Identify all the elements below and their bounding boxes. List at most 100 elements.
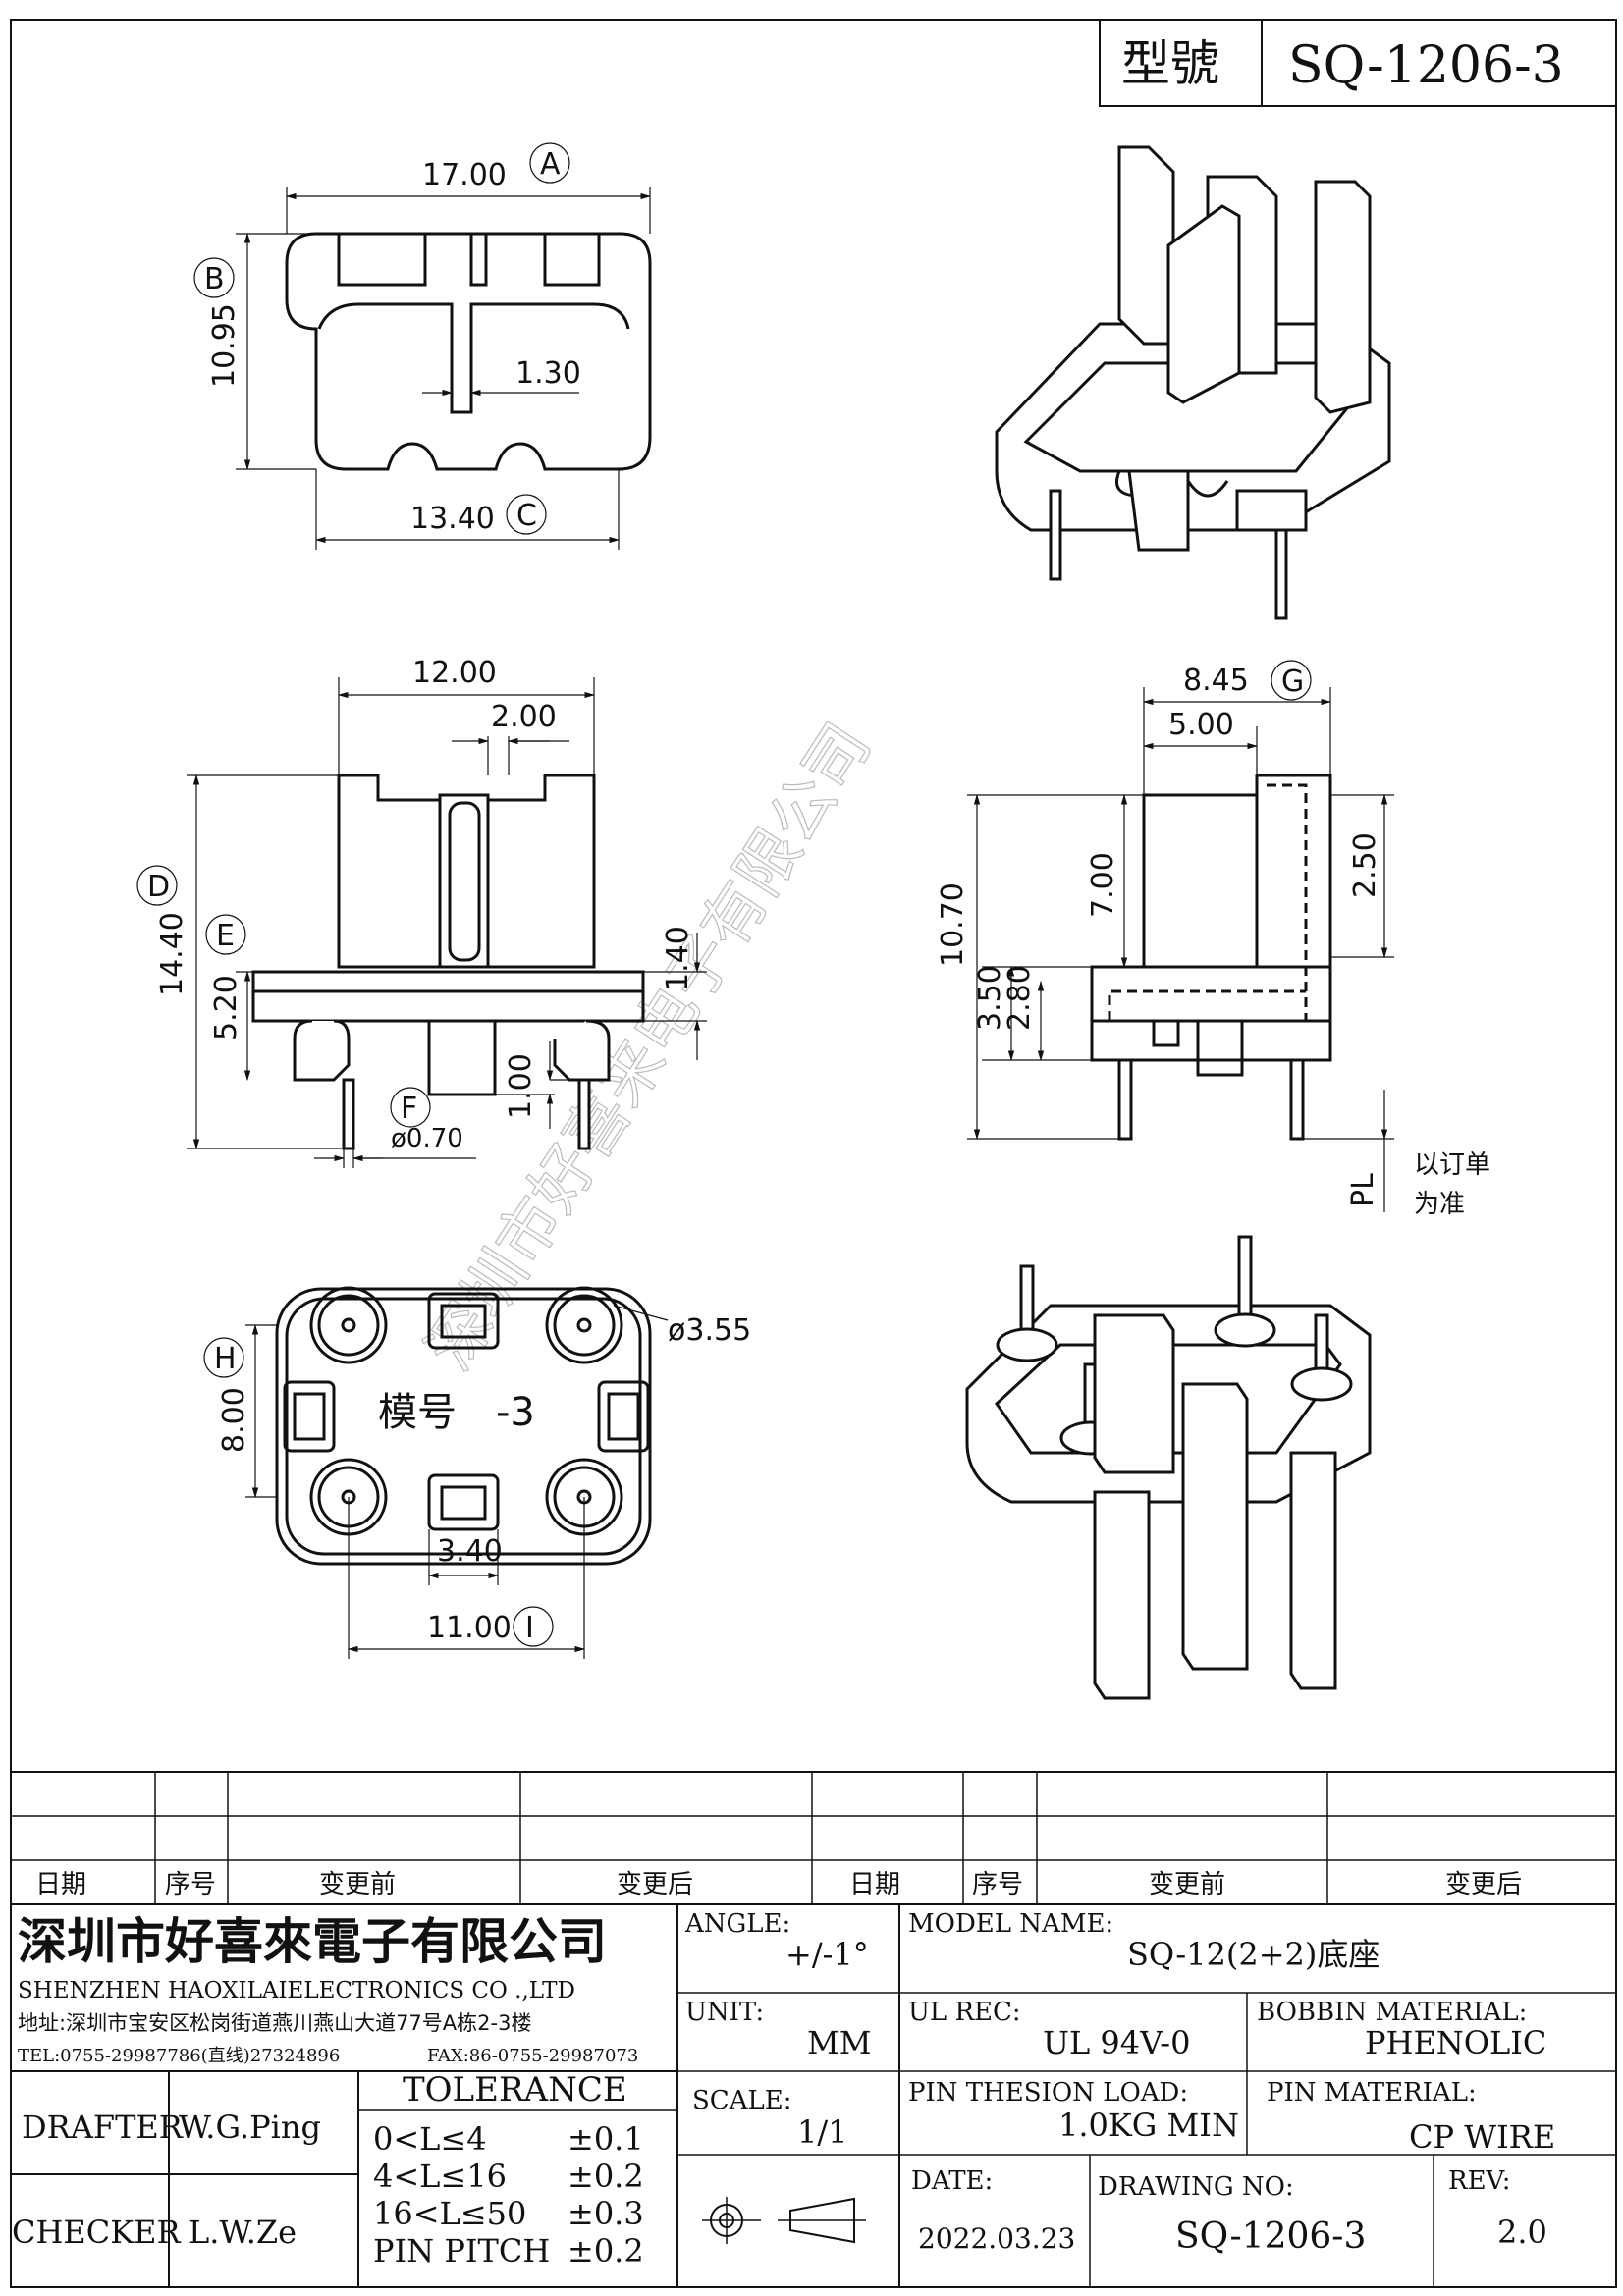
model-name-value: SQ-12(2+2)底座 xyxy=(1127,1936,1380,1973)
top-slot: 1.30 xyxy=(515,356,581,391)
scale-value: 1/1 xyxy=(797,2113,848,2151)
tol-value-1: ±0.2 xyxy=(568,2158,644,2195)
model-header: 型號 SQ-1206-3 xyxy=(1099,19,1617,107)
front-view: 12.00 2.00 14.40 D 5.20 E 1.40 1.00 F xyxy=(136,656,707,1168)
pin-load-value: 1.0KG MIN xyxy=(1058,2107,1239,2144)
tol-value-3: ±0.2 xyxy=(568,2232,644,2269)
front-flange: 1.40 xyxy=(661,926,695,991)
ct-h3: 变更后 xyxy=(617,1870,693,1899)
drafter-value: W.G.Ping xyxy=(179,2109,321,2146)
ct-h6: 变更前 xyxy=(1149,1870,1225,1899)
change-table: 日期 序号 变更前 变更后 日期 序号 变更前 变更后 xyxy=(11,1771,1616,1905)
tag-c: C xyxy=(516,499,537,533)
tag-a: A xyxy=(540,147,561,182)
rev-value: 2.0 xyxy=(1497,2214,1547,2251)
ul-value: UL 94V-0 xyxy=(1043,2024,1190,2061)
side-h-base: 3.50 xyxy=(973,965,1007,1031)
bottom-pitch: 11.00 xyxy=(427,1611,512,1645)
company-fax: FAX:86-0755-29987073 xyxy=(427,2046,638,2066)
top-width: 17.00 xyxy=(422,158,507,192)
checker-value: L.W.Ze xyxy=(189,2214,297,2251)
date-value: 2022.03.23 xyxy=(918,2222,1075,2255)
ct-h1: 序号 xyxy=(165,1870,216,1899)
side-h-total: 10.70 xyxy=(936,882,970,967)
front-slot: 2.00 xyxy=(491,700,557,734)
side-pl: PL xyxy=(1346,1173,1380,1207)
tolerance-title: TOLERANCE xyxy=(403,2070,627,2109)
bobbin-label: BOBBIN MATERIAL: xyxy=(1257,1998,1527,2027)
front-pin-len: 1.00 xyxy=(504,1053,538,1119)
angle-value: +/-1° xyxy=(785,1936,869,1973)
side-view: 8.45 G 5.00 10.70 7.00 2.50 3.50 2.80 PL… xyxy=(936,660,1490,1219)
sheet-border xyxy=(10,19,1617,2288)
pin-load-label: PIN THESION LOAD: xyxy=(908,2078,1188,2108)
mold-num: -3 xyxy=(496,1390,535,1435)
tol-range-2: 16<L≤50 xyxy=(373,2195,526,2232)
unit-label: UNIT: xyxy=(685,1998,764,2027)
tag-i: I xyxy=(525,1611,534,1645)
company-name-en: SHENZHEN HAOXILAIELECTRONICS CO .,LTD xyxy=(18,1978,575,2003)
isometric-view-bottom xyxy=(965,1235,1372,1700)
tol-range-3: PIN PITCH xyxy=(373,2232,550,2269)
angle-label: ANGLE: xyxy=(684,1909,790,1939)
pin-mat-value: CP WIRE xyxy=(1409,2118,1555,2156)
pad-dia: ø3.55 xyxy=(668,1313,751,1348)
side-width: 8.45 xyxy=(1183,664,1249,698)
projection-symbol xyxy=(702,2197,866,2244)
scale-label: SCALE: xyxy=(692,2086,792,2115)
tag-h: H xyxy=(214,1342,237,1376)
company-name-cn: 深圳市好喜來電子有限公司 xyxy=(18,1912,607,1970)
side-h-right: 2.50 xyxy=(1348,832,1382,898)
unit-value: MM xyxy=(807,2024,872,2061)
front-width: 12.00 xyxy=(412,656,497,690)
tol-value-0: ±0.1 xyxy=(568,2120,644,2158)
bottom-height: 8.00 xyxy=(217,1387,251,1453)
rev-label: REV: xyxy=(1448,2166,1510,2196)
tag-g: G xyxy=(1281,665,1304,699)
ct-h5: 序号 xyxy=(972,1870,1023,1899)
company-address: 地址:深圳市宝安区松岗街道燕川燕山大道77号A栋2-3楼 xyxy=(18,2011,531,2035)
tag-b: B xyxy=(204,262,225,296)
ul-label: UL REC: xyxy=(908,1998,1021,2027)
company-tel: TEL:0755-29987786(直线)27324896 xyxy=(18,2046,340,2066)
bottom-slot: 3.40 xyxy=(437,1534,503,1569)
front-height: 14.40 xyxy=(155,912,189,996)
checker-label: CHECKER xyxy=(12,2214,182,2251)
title-block: 深圳市好喜來電子有限公司 SHENZHEN HAOXILAIELECTRONIC… xyxy=(11,1904,1616,2287)
side-h-base2: 2.80 xyxy=(1002,965,1037,1031)
bottom-view: 模号 -3 ø3.55 8.00 H 3.40 11.00 I xyxy=(203,1286,751,1659)
ct-h4: 日期 xyxy=(849,1870,900,1899)
model-name-label: MODEL NAME: xyxy=(908,1909,1113,1939)
tag-d: D xyxy=(147,870,170,904)
tag-e: E xyxy=(216,919,235,953)
tol-range-0: 0<L≤4 xyxy=(373,2120,487,2158)
ct-h0: 日期 xyxy=(35,1870,86,1899)
drawing-no-label: DRAWING NO: xyxy=(1098,2172,1294,2202)
drafter-label: DRAFTER xyxy=(22,2109,184,2146)
date-label: DATE: xyxy=(911,2166,993,2196)
isometric-view-top xyxy=(995,145,1391,620)
pin-mat-label: PIN MATERIAL: xyxy=(1267,2078,1477,2108)
bobbin-value: PHENOLIC xyxy=(1365,2024,1546,2061)
front-base: 5.20 xyxy=(209,975,243,1041)
top-outline xyxy=(285,232,652,471)
side-pl-note1: 以订单 xyxy=(1414,1150,1490,1180)
tol-value-2: ±0.3 xyxy=(568,2195,644,2232)
top-bottom: 13.40 xyxy=(410,502,495,536)
top-height: 10.95 xyxy=(207,303,242,388)
mold-text: 模号 xyxy=(378,1390,457,1435)
side-pl-note2: 为准 xyxy=(1414,1190,1465,1219)
tol-range-1: 4<L≤16 xyxy=(373,2158,507,2195)
ct-h7: 变更后 xyxy=(1445,1870,1522,1899)
side-h-wall: 7.00 xyxy=(1086,852,1120,918)
side-inner: 5.00 xyxy=(1168,708,1234,742)
front-pin-dia: ø0.70 xyxy=(391,1124,463,1153)
model-label: 型號 xyxy=(1121,35,1219,92)
ct-h2: 变更前 xyxy=(319,1870,396,1899)
tag-f: F xyxy=(401,1092,417,1126)
tag-a-circle xyxy=(529,142,570,184)
top-view: 17.00 A 10.95 B 1.30 13.40 C xyxy=(193,142,652,550)
model-value: SQ-1206-3 xyxy=(1288,36,1564,95)
drawing-no-value: SQ-1206-3 xyxy=(1175,2216,1366,2257)
